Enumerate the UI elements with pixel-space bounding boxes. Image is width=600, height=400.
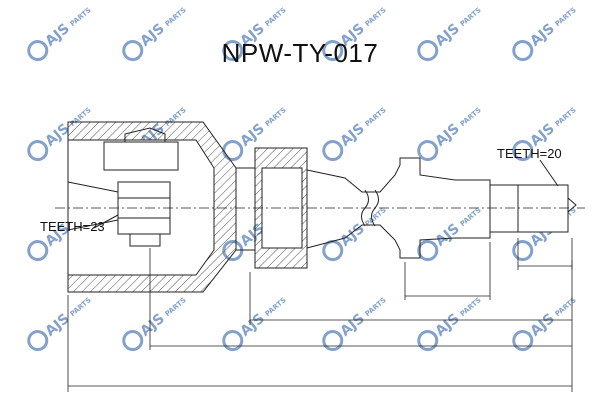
logo-suffix-text: PARTS <box>264 296 288 318</box>
logo-suffix-text: PARTS <box>364 296 388 318</box>
logo-suffix-text: PARTS <box>554 6 578 28</box>
logo-brand-text: AJS <box>527 311 557 340</box>
logo-suffix-text: PARTS <box>459 6 483 28</box>
logo-suffix-text: PARTS <box>554 296 578 318</box>
teeth-outer-label: TEETH=20 <box>497 146 562 161</box>
logo-ring-icon <box>322 40 344 62</box>
logo-suffix-text: PARTS <box>364 6 388 28</box>
logo-ring-icon <box>512 40 534 62</box>
logo-brand-text: AJS <box>237 311 267 340</box>
logo-ring-icon <box>27 240 49 262</box>
logo-ring-icon <box>122 330 144 352</box>
spline-stub <box>517 184 569 233</box>
logo-ring-icon <box>512 240 534 262</box>
teeth-inner-label: TEETH=23 <box>40 219 105 234</box>
logo-suffix-text: PARTS <box>459 206 483 228</box>
logo-suffix-text: PARTS <box>459 296 483 318</box>
logo-brand-text: AJS <box>432 121 462 150</box>
logo-suffix-text: PARTS <box>459 106 483 128</box>
tripod-bottom <box>129 233 161 247</box>
logo-brand-text: AJS <box>237 121 267 150</box>
logo-ring-icon <box>322 240 344 262</box>
logo-ring-icon <box>322 140 344 162</box>
logo-suffix-text: PARTS <box>264 106 288 128</box>
logo-suffix-text: PARTS <box>69 296 93 318</box>
logo-ring-icon <box>27 40 49 62</box>
logo-brand-text: AJS <box>337 311 367 340</box>
logo-suffix-text: PARTS <box>69 6 93 28</box>
dimension-lines <box>67 238 573 392</box>
tripod-center <box>117 181 171 235</box>
logo-ring-icon <box>512 140 534 162</box>
logo-ring-icon <box>27 330 49 352</box>
logo-ring-icon <box>417 40 439 62</box>
logo-ring-icon <box>122 40 144 62</box>
logo-suffix-text: PARTS <box>364 106 388 128</box>
logo-ring-icon <box>417 240 439 262</box>
logo-ring-icon <box>27 140 49 162</box>
tripod-top <box>103 141 179 171</box>
shaft <box>306 157 491 259</box>
logo-brand-text: AJS <box>137 311 167 340</box>
logo-brand-text: AJS <box>432 221 462 250</box>
part-number: NPW-TY-017 <box>221 38 379 68</box>
logo-suffix-text: PARTS <box>164 6 188 28</box>
logo-ring-icon <box>222 40 244 62</box>
logo-suffix-text: PARTS <box>554 106 578 128</box>
logo-suffix-text: PARTS <box>164 296 188 318</box>
joint-outline <box>55 121 585 392</box>
logo-brand-text: AJS <box>337 121 367 150</box>
logo-brand-text: AJS <box>432 311 462 340</box>
logo-ring-icon <box>417 140 439 162</box>
logo-suffix-text: PARTS <box>264 6 288 28</box>
